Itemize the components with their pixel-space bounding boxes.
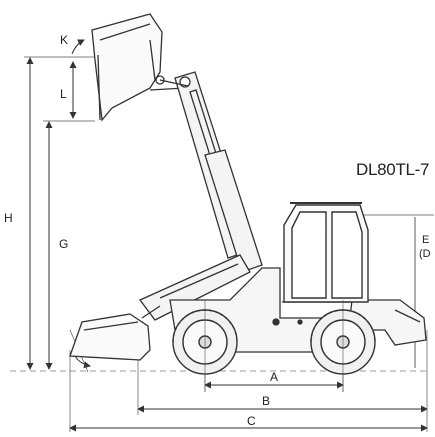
label-b: B: [262, 394, 270, 408]
label-c: C: [247, 414, 256, 428]
label-a: A: [270, 370, 278, 384]
telescopic-boom: [155, 71, 263, 273]
dimension-e: E (D: [355, 214, 434, 368]
dimension-g: G: [43, 120, 95, 370]
dimension-k: K: [60, 33, 85, 55]
dimension-h: H: [4, 56, 105, 370]
dimension-l: L: [60, 61, 77, 119]
cab: [283, 202, 369, 303]
label-h: H: [4, 211, 13, 225]
model-name: DL80TL-7: [356, 160, 430, 179]
label-d-partial: (D: [419, 248, 431, 260]
label-e: E: [422, 234, 429, 246]
label-g: G: [59, 237, 68, 251]
raised-bucket: [91, 13, 186, 122]
label-l: L: [60, 87, 67, 101]
dimension-b: B: [137, 394, 428, 413]
dimension-a: A: [204, 370, 344, 389]
dimension-c: C: [69, 414, 428, 432]
lowered-bucket: [69, 305, 161, 361]
label-k: K: [60, 33, 68, 47]
